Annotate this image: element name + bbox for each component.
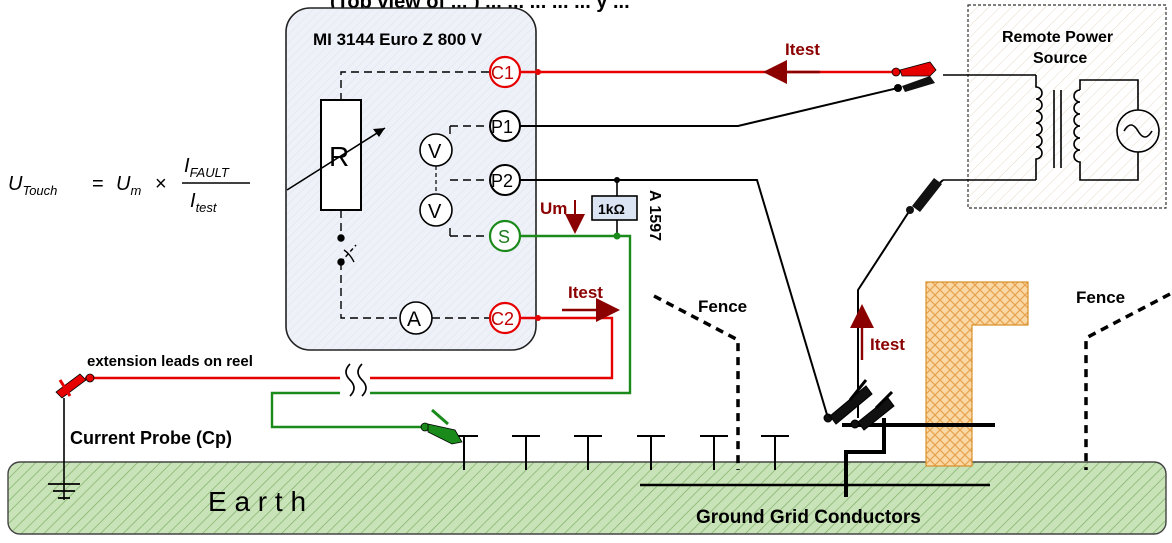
remote-source-box bbox=[967, 4, 1167, 209]
resistor-arrow-head bbox=[373, 128, 385, 137]
svg-text:UTouch: UTouch bbox=[8, 173, 57, 198]
fence-left-label: Fence bbox=[698, 297, 747, 316]
fence-right-label: Fence bbox=[1076, 288, 1125, 307]
instrument-internal-wiring bbox=[340, 71, 489, 319]
svg-text:S: S bbox=[498, 227, 510, 247]
remote-source-label-2: Source bbox=[1033, 50, 1087, 67]
fence-right bbox=[1084, 292, 1171, 470]
touch-voltage-formula: UTouch = Um × IFAULT Itest bbox=[8, 155, 250, 215]
itest-right-label: Itest bbox=[870, 335, 905, 354]
svg-text:C1: C1 bbox=[491, 63, 514, 83]
voltmeter-2: V bbox=[419, 193, 453, 227]
itest-mid-label: Itest bbox=[568, 283, 603, 302]
adapter-label: A 1597 bbox=[646, 190, 663, 241]
grid-clips-icon bbox=[823, 379, 895, 431]
clip-cp-icon bbox=[55, 373, 95, 399]
svg-text:=: = bbox=[92, 173, 104, 195]
remote-source-label: Remote Power bbox=[1002, 29, 1113, 46]
clip-p1-icon bbox=[894, 76, 935, 92]
structure bbox=[925, 281, 1029, 467]
p2-lead bbox=[520, 179, 829, 419]
resistor-variable-arrow bbox=[286, 127, 386, 191]
terminal-c1: C1 bbox=[488, 55, 522, 89]
ground-grid-label: Ground Grid Conductors bbox=[696, 507, 921, 528]
ammeter: A bbox=[399, 301, 433, 335]
clip-s-icon bbox=[420, 408, 463, 445]
earth-region bbox=[7, 461, 1167, 535]
reel-break-icon bbox=[340, 363, 370, 400]
svg-text:V: V bbox=[428, 141, 442, 163]
adapter-resistor-label: 1kΩ bbox=[598, 201, 625, 217]
um-label: Um bbox=[540, 199, 567, 218]
svg-text:Um: Um bbox=[116, 173, 141, 198]
terminal-p2: P2 bbox=[489, 164, 521, 196]
ground-stakes bbox=[450, 435, 789, 470]
p1-lead bbox=[520, 87, 899, 127]
svg-text:×: × bbox=[155, 173, 167, 195]
earth-label: E a r t h bbox=[208, 486, 306, 517]
clip-source-icon bbox=[906, 178, 942, 214]
itest-top-label: Itest bbox=[785, 40, 820, 59]
svg-text:IFAULT: IFAULT bbox=[184, 155, 230, 180]
svg-text:P2: P2 bbox=[491, 171, 513, 191]
svg-text:P1: P1 bbox=[491, 117, 513, 137]
svg-text:V: V bbox=[428, 201, 442, 223]
terminal-p1: P1 bbox=[489, 110, 521, 142]
extension-leads-label: extension leads on reel bbox=[87, 353, 253, 370]
svg-text:Itest: Itest bbox=[190, 190, 218, 215]
s-lead bbox=[270, 234, 632, 429]
svg-text:A: A bbox=[407, 308, 421, 331]
fence-left bbox=[653, 294, 740, 470]
current-probe-label: Current Probe (Cp) bbox=[70, 428, 232, 448]
switch-icon bbox=[337, 234, 357, 266]
adapter-resistor-1k bbox=[591, 195, 638, 221]
terminal-s: S bbox=[488, 219, 522, 253]
terminal-c2: C2 bbox=[488, 301, 522, 335]
instrument-title: MI 3144 Euro Z 800 V bbox=[313, 30, 483, 49]
transformer-icon bbox=[943, 74, 1160, 181]
svg-text:C2: C2 bbox=[491, 309, 514, 329]
clip-c1-icon bbox=[891, 61, 937, 77]
voltmeter-1: V bbox=[419, 133, 453, 167]
earth-ground-icon bbox=[48, 483, 80, 499]
